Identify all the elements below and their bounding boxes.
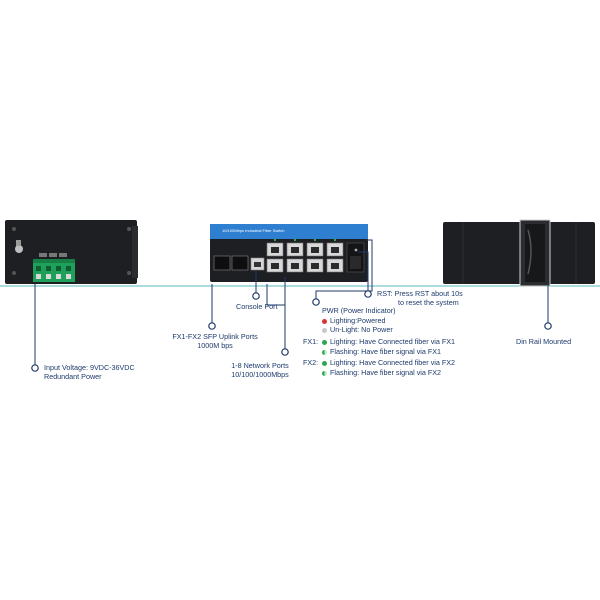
power-callout: Input Voltage: 9VDC-36VDC Redundant Powe… [44,363,135,381]
din-rail-back-view [443,219,595,287]
sfp-port-fx1 [213,255,231,271]
callout-markers [31,290,552,372]
rst-label-line1: RST: Press RST about 10s [377,289,463,298]
pwr-on-row: Lighting:Powered [322,316,386,326]
terminal-block [33,262,75,282]
switch-front-view [210,224,368,282]
front-panel-label: 10/100Mbps Industrial Fiber Switch [222,228,285,233]
console-label: Console Port [236,302,278,311]
sfp-label-line2: 1000M bps [197,340,233,350]
green-led-icon [322,339,327,345]
din-label: Din Rail Mounted [516,337,572,346]
fx2-tag: FX2: [303,358,319,367]
sfp-label-line1: FX1-FX2 SFP Uplink Ports [172,332,258,341]
reset-button [354,248,358,252]
grey-led-icon [322,327,327,333]
fx2-flash-row: Flashing: Have fiber signal via FX2 [322,368,441,378]
network-callout: 1-8 Network Ports 10/100/1000Mbps [215,361,305,379]
fx1-tag: FX1: [303,337,319,346]
flashing-led-icon [322,370,327,376]
power-label-line1: Input Voltage: 9VDC-36VDC [44,363,135,372]
pwr-off-row: Un-Light: No Power [322,325,393,335]
fx1-on-row: Lighting: Have Connected fiber via FX1 [322,337,455,347]
pwr-title: PWR (Power Indicator) [322,306,396,315]
power-label-line2: Redundant Power [44,371,102,381]
fx1-flash-row: Flashing: Have fiber signal via FX1 [322,347,441,357]
rst-callout: RST: Press RST about 10s to reset the sy… [377,289,463,307]
green-led-icon [322,360,327,366]
sfp-port-fx2 [231,255,249,271]
network-label-line2: 10/100/1000Mbps [231,369,289,379]
callout-lines [34,239,549,368]
red-led-icon [322,318,327,324]
rst-label-line2: to reset the system [398,297,459,307]
sfp-callout: FX1-FX2 SFP Uplink Ports 1000M bps [170,332,260,350]
flashing-led-icon [322,349,327,355]
power-side-view [5,220,138,284]
fx2-on-row: Lighting: Have Connected fiber via FX2 [322,358,455,368]
front-panel-top [210,224,368,239]
network-label-line1: 1-8 Network Ports [231,361,289,370]
